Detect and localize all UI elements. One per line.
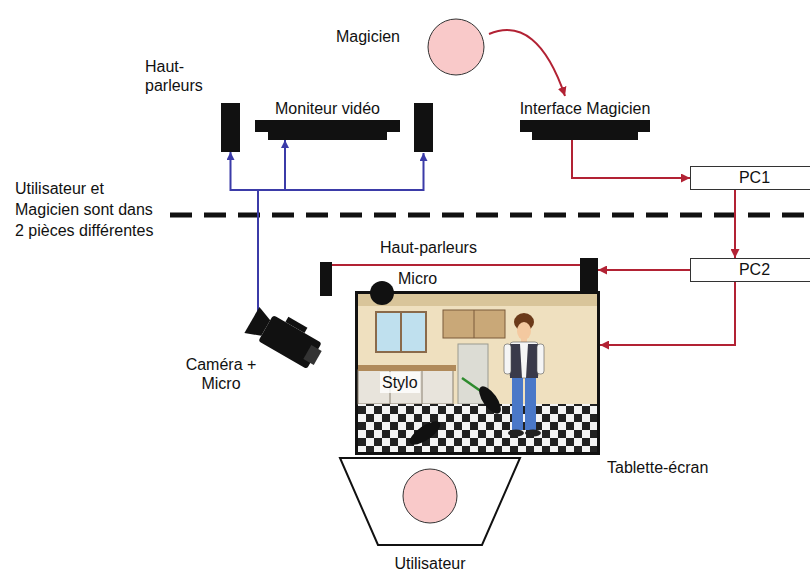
node-label: PC2 [691,259,810,281]
signal-arrow [231,152,259,295]
node-label: Interface Magicien [520,99,651,118]
node-label: PC1 [691,167,810,189]
speaker-symbol [320,262,332,296]
signal-arrow [598,269,690,271]
room-divider [170,213,810,218]
node-label: Magicien [336,27,400,46]
speaker-symbol: Haut-parleurs [221,103,240,152]
video-wire [285,153,424,190]
node-label: Haut-parleurs [380,238,477,257]
user-circle: Utilisateur [402,468,458,524]
video-monitor: Moniteur vidéo [255,120,400,140]
signal-arrow [572,140,690,178]
process-box: PC2 [690,258,810,282]
audio-wire [332,264,580,266]
signal-arrow [734,190,736,258]
camera-symbol: Caméra + Micro [232,295,322,365]
signal-arrow [600,282,735,345]
magician-circle: Magicien [427,18,485,76]
room-note: Utilisateur et Magicien sont dans 2 pièc… [15,178,165,241]
speaker-symbol [414,103,433,152]
signal-arrow [489,30,565,96]
magician-interface: Interface Magicien [520,120,650,140]
node-label: Moniteur vidéo [275,99,380,118]
pen-label: Stylo [380,372,420,393]
process-box: PC1 [690,166,810,190]
node-label: Utilisateur [394,554,465,573]
user-seat [340,458,520,545]
signal-arrow [258,140,285,295]
node-label: Caméra + Micro [185,355,257,393]
node-label: Tablette-écran [607,458,708,477]
node-label: Haut-parleurs [145,57,215,95]
mic-label: Micro [398,268,437,289]
